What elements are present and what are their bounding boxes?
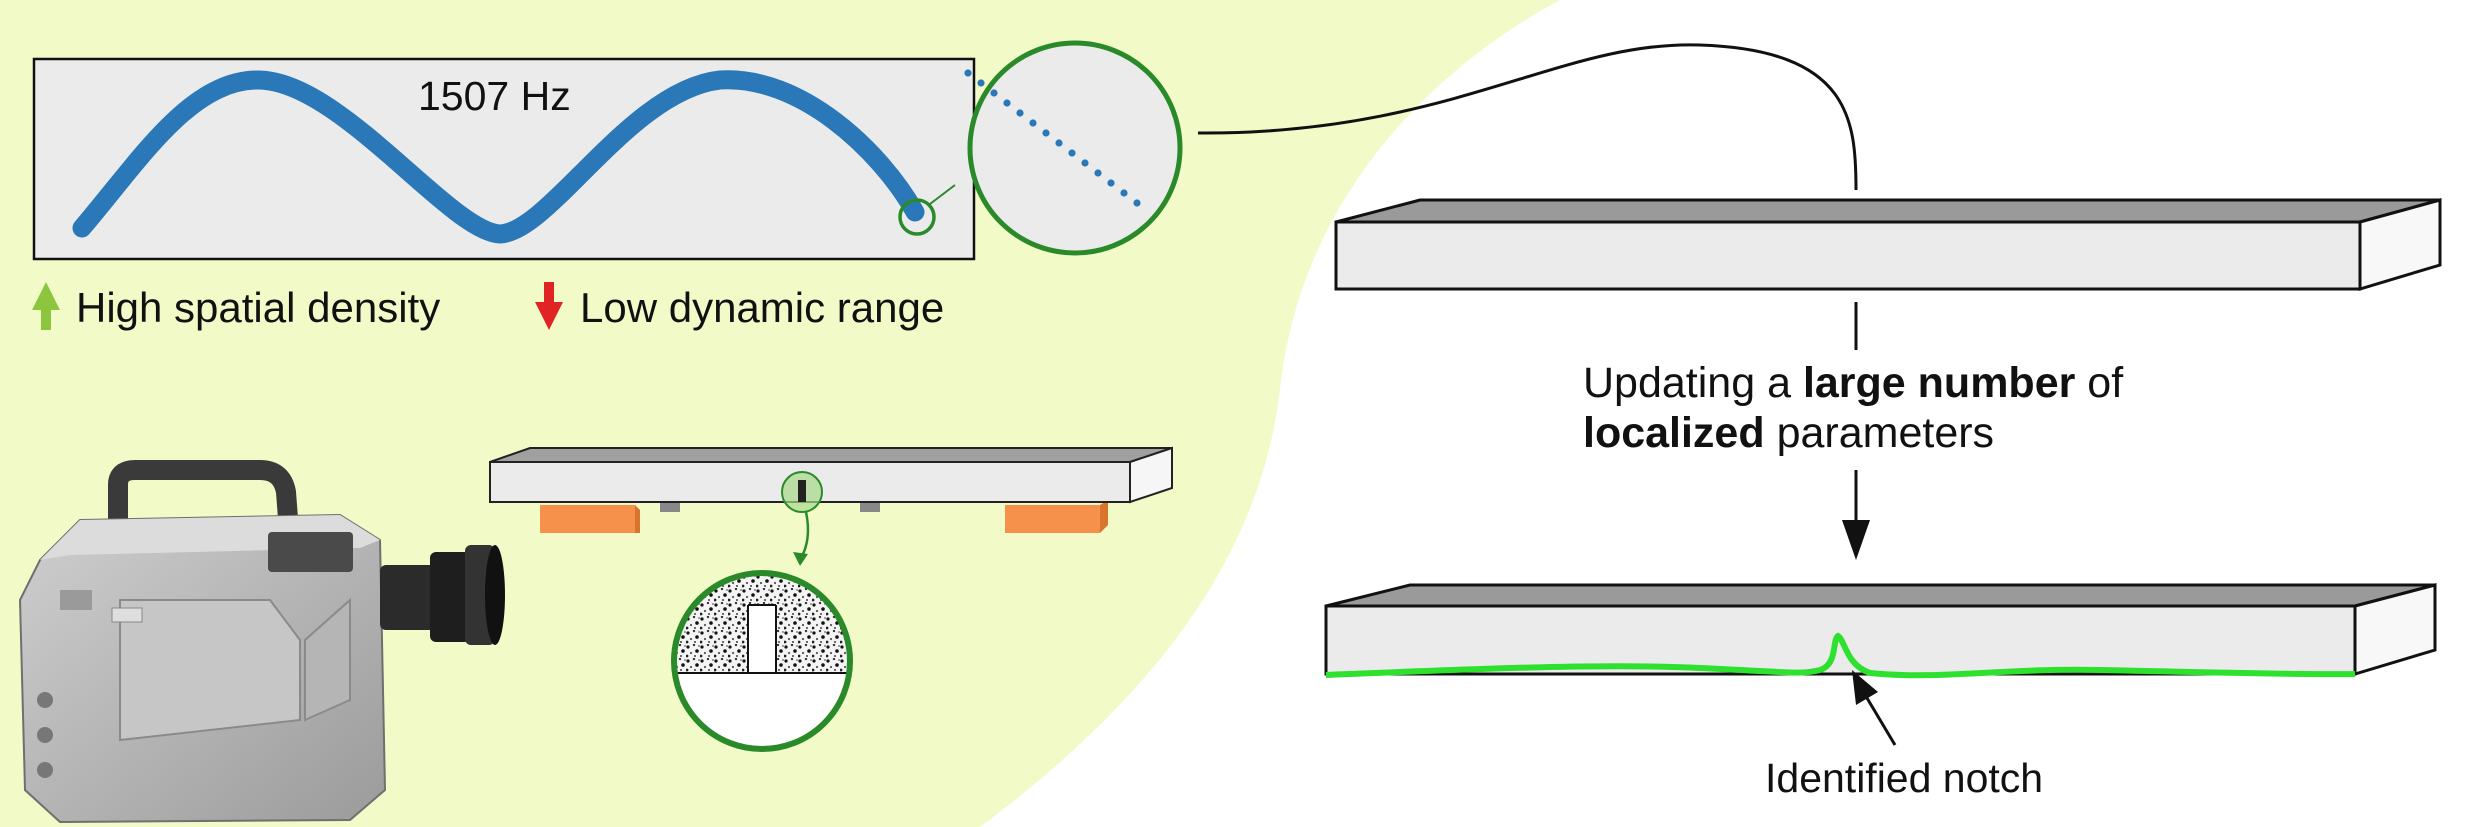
beam-top-face	[489, 447, 1173, 463]
con-text: Low dynamic range	[580, 284, 944, 331]
sine-wave-trace	[72, 70, 925, 244]
update-note-suffix: parameters	[1765, 409, 1994, 457]
update-note: Updating a large number of localized par…	[1583, 359, 2135, 457]
notch-pointer-shaft	[1862, 692, 1897, 746]
sample-highlight-circle	[898, 198, 936, 236]
pros-cons: High spatial density Low dynamic range	[32, 282, 944, 331]
signal-panel: 1507 Hz	[32, 40, 1183, 261]
test-beam-setup	[489, 446, 1173, 752]
zoom-circle	[967, 40, 1183, 256]
update-note-mid: of	[2075, 359, 2124, 407]
update-note-bold-2: localized	[1583, 409, 1765, 457]
notch-label: Identified notch	[1765, 755, 2043, 801]
up-arrow-icon	[32, 282, 60, 330]
high-speed-camera-icon	[18, 460, 505, 824]
update-note-prefix: Updating a	[1583, 359, 1803, 407]
pro-text: High spatial density	[76, 284, 440, 331]
notch-pointer-head	[1852, 670, 1878, 705]
speckle-zoom-ring	[671, 570, 853, 752]
update-note-bold-1: large number	[1803, 359, 2076, 407]
frequency-label: 1507 Hz	[418, 73, 571, 119]
zoom-connector	[929, 184, 956, 205]
down-arrow-icon	[535, 282, 563, 330]
initial-model-beam	[1334, 198, 2442, 292]
left-support	[540, 505, 635, 533]
link-curve	[1197, 43, 1858, 191]
mode-shape-edge	[1325, 632, 2356, 679]
flow-arrow-head	[1842, 520, 1870, 560]
zoom-sample-dots	[964, 69, 1141, 207]
updated-model-beam	[1324, 583, 2437, 679]
right-support	[1005, 505, 1100, 533]
